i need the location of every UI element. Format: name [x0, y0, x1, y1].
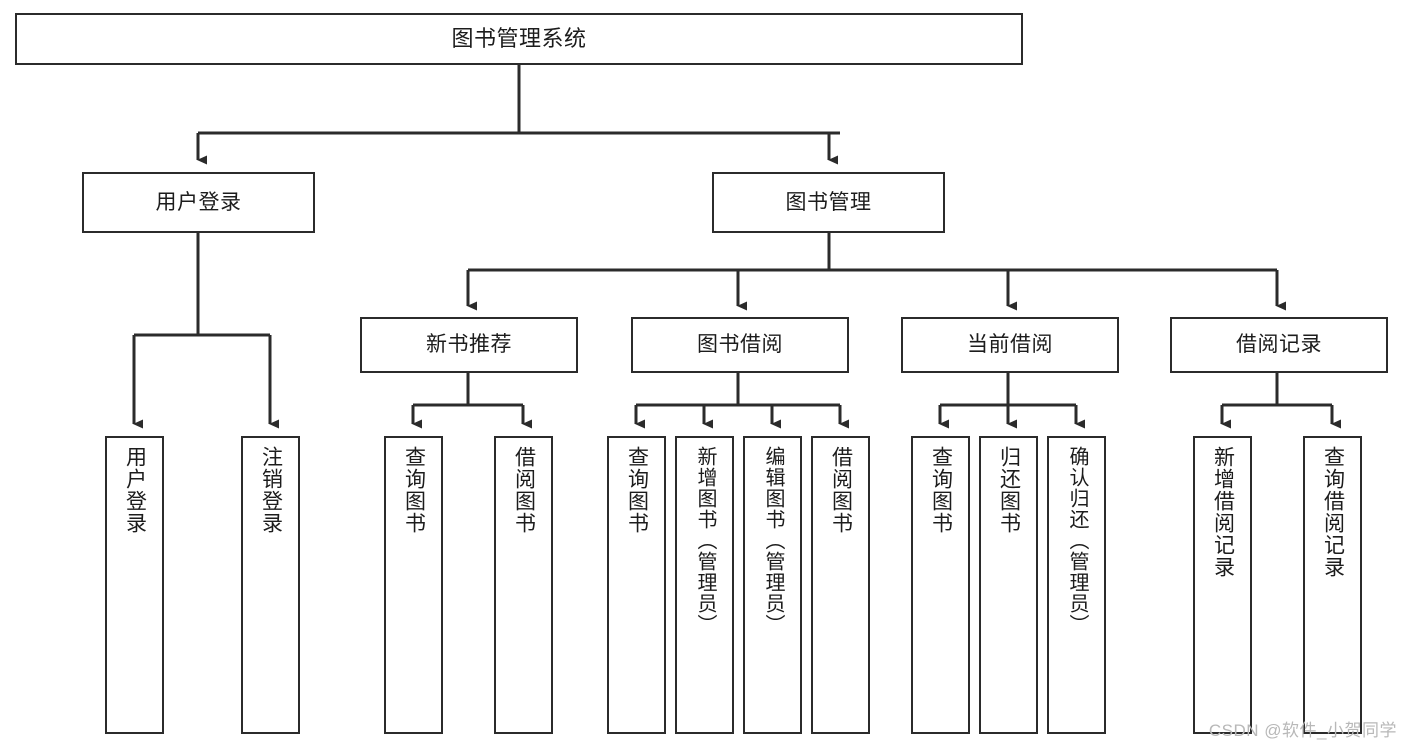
node-label: 图书管理 — [785, 190, 872, 214]
node-new-book-recommendation[interactable]: 新书推荐 — [360, 317, 578, 373]
leaf-borrow-book-2[interactable]: 借阅图书 — [811, 436, 870, 734]
node-label: 用户登录 — [123, 446, 147, 534]
leaf-edit-book-admin[interactable]: 编辑图书（管理员） — [743, 436, 802, 734]
node-label: 当前借阅 — [967, 333, 1053, 357]
node-label: 借阅图书 — [512, 446, 536, 534]
node-book-management[interactable]: 图书管理 — [712, 172, 945, 233]
node-label: 确认归还（管理员） — [1066, 446, 1088, 635]
leaf-user-login[interactable]: 用户登录 — [105, 436, 164, 734]
node-label: 用户登录 — [155, 190, 242, 214]
leaf-query-book-2[interactable]: 查询图书 — [607, 436, 666, 734]
leaf-return-book[interactable]: 归还图书 — [979, 436, 1038, 734]
leaf-query-book-1[interactable]: 查询图书 — [384, 436, 443, 734]
node-label: 编辑图书（管理员） — [762, 446, 784, 635]
node-label: 查询图书 — [929, 446, 953, 534]
node-label: 借阅图书 — [829, 446, 853, 534]
node-label: 查询图书 — [402, 446, 426, 534]
node-book-borrowing[interactable]: 图书借阅 — [631, 317, 849, 373]
leaf-add-book-admin[interactable]: 新增图书（管理员） — [675, 436, 734, 734]
node-user-login[interactable]: 用户登录 — [82, 172, 315, 233]
node-label: 新书推荐 — [426, 333, 512, 357]
node-borrowing-record[interactable]: 借阅记录 — [1170, 317, 1388, 373]
node-label: 新增借阅记录 — [1211, 446, 1235, 578]
leaf-borrow-book-1[interactable]: 借阅图书 — [494, 436, 553, 734]
node-label: 查询图书 — [625, 446, 649, 534]
node-root-book-management-system[interactable]: 图书管理系统 — [15, 13, 1023, 65]
leaf-query-book-3[interactable]: 查询图书 — [911, 436, 970, 734]
node-label: 查询借阅记录 — [1321, 446, 1345, 578]
leaf-confirm-return-admin[interactable]: 确认归还（管理员） — [1047, 436, 1106, 734]
leaf-add-borrow-record[interactable]: 新增借阅记录 — [1193, 436, 1252, 734]
node-current-borrowing[interactable]: 当前借阅 — [901, 317, 1119, 373]
node-label: 图书管理系统 — [451, 25, 587, 51]
node-label: 归还图书 — [997, 446, 1021, 534]
leaf-logout[interactable]: 注销登录 — [241, 436, 300, 734]
node-label: 借阅记录 — [1236, 333, 1322, 357]
csdn-watermark: CSDN @软件_小贺同学 — [1208, 721, 1397, 740]
leaf-query-borrow-record[interactable]: 查询借阅记录 — [1303, 436, 1362, 734]
node-label: 注销登录 — [259, 446, 283, 534]
node-label: 新增图书（管理员） — [694, 446, 716, 635]
node-label: 图书借阅 — [697, 333, 783, 357]
